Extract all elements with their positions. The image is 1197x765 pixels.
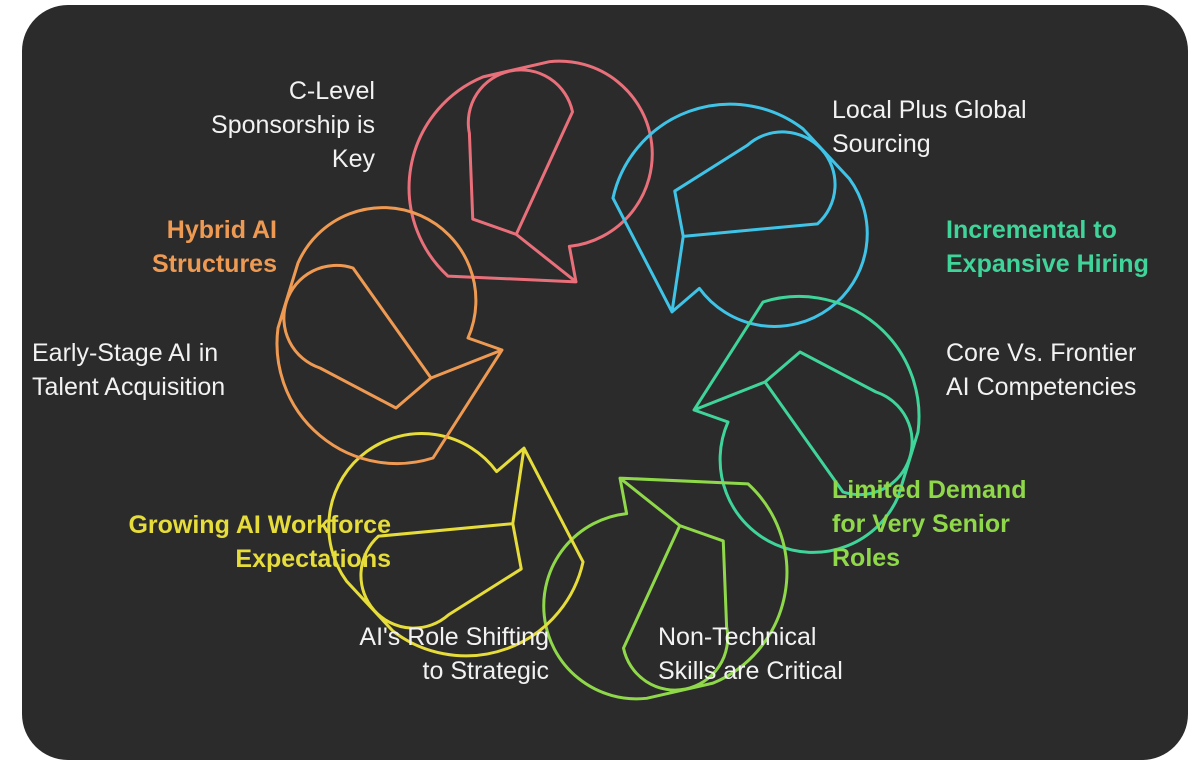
label-ai-role-shifting-line-1: AI's Role Shifting xyxy=(359,623,549,651)
label-hybrid-ai-structures: Hybrid AI Structures xyxy=(152,213,277,281)
label-hybrid-ai-structures-line-2: Structures xyxy=(151,250,277,278)
label-c-level-sponsorship-line-1: C-Level xyxy=(288,77,375,105)
label-early-stage-ai: Early-Stage AI in Talent Acquisition xyxy=(32,336,225,404)
yellow-loop xyxy=(327,432,585,658)
label-non-technical-skills-line-1: Non-Technical xyxy=(658,623,817,651)
label-growing-ai-workforce-line-2: Expectations xyxy=(235,545,391,573)
diagram-panel xyxy=(22,5,1188,760)
label-incremental-to-expansive-hiring-line-2: Expansive Hiring xyxy=(946,250,1149,278)
label-ai-role-shifting-line-2: to Strategic xyxy=(422,657,549,685)
label-core-vs-frontier-line-1: Core Vs. Frontier xyxy=(946,339,1137,367)
label-c-level-sponsorship-line-3: Key xyxy=(331,145,375,173)
label-ai-role-shifting: AI's Role Shifting to Strategic xyxy=(359,620,549,688)
label-growing-ai-workforce-line-1: Growing AI Workforce xyxy=(128,511,391,539)
orange-loop xyxy=(275,206,504,466)
label-c-level-sponsorship-line-2: Sponsorship is xyxy=(211,111,375,139)
label-non-technical-skills-line-2: Skills are Critical xyxy=(658,657,843,685)
red-loop xyxy=(407,59,654,284)
label-early-stage-ai-line-2: Talent Acquisition xyxy=(32,373,226,401)
label-limited-demand-senior-roles-line-2: for Very Senior xyxy=(832,510,1010,538)
label-incremental-to-expansive-hiring-line-1: Incremental to xyxy=(946,216,1117,244)
green-loop xyxy=(542,476,789,701)
label-limited-demand-senior-roles-line-1: Limited Demand xyxy=(832,476,1027,504)
label-hybrid-ai-structures-line-1: Hybrid AI xyxy=(166,216,277,244)
label-core-vs-frontier: Core Vs. Frontier AI Competencies xyxy=(946,336,1136,404)
label-core-vs-frontier-line-2: AI Competencies xyxy=(946,373,1137,401)
label-limited-demand-senior-roles-line-3: Roles xyxy=(832,544,901,572)
blue-loop xyxy=(611,102,869,328)
label-incremental-to-expansive-hiring: Incremental to Expansive Hiring xyxy=(946,213,1149,281)
teal-loop xyxy=(692,294,921,554)
label-local-plus-global-sourcing-line-2: Sourcing xyxy=(832,130,931,158)
label-early-stage-ai-line-1: Early-Stage AI in xyxy=(32,339,219,367)
label-local-plus-global-sourcing-line-1: Local Plus Global xyxy=(832,96,1027,124)
